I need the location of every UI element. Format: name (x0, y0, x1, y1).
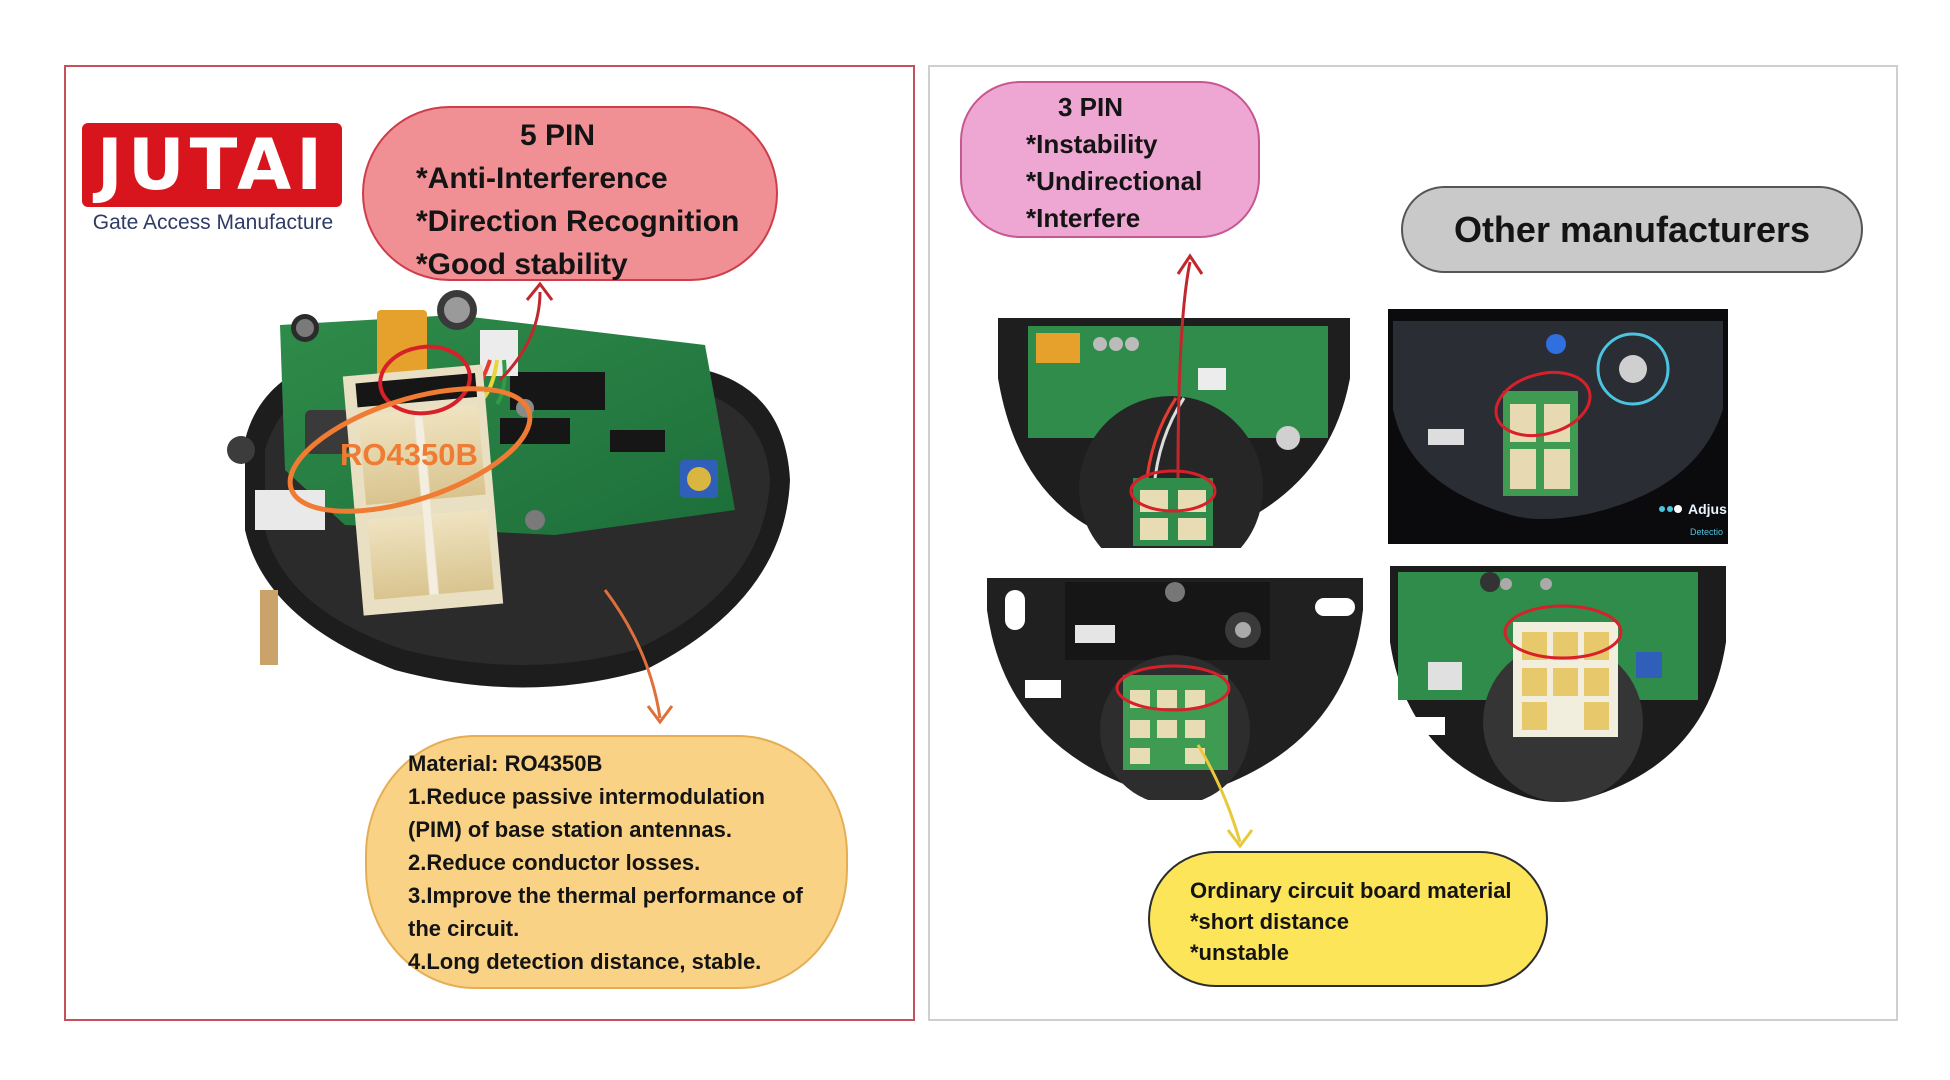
jutai-pin-bubble: 5 PIN *Anti-Interference *Direction Reco… (362, 106, 778, 281)
ro4350b-board-label: RO4350B (340, 437, 478, 472)
other-pin-feature: *Undirectional (1026, 166, 1203, 196)
jutai-pin-feature: *Good stability (416, 248, 628, 281)
material-point: 4.Long detection distance, stable. (408, 949, 762, 974)
material-point: the circuit. (408, 916, 520, 941)
ordinary-material-bubble: Ordinary circuit board material *short d… (1148, 851, 1548, 987)
logo-tagline: Gate Access Manufacture (92, 211, 334, 234)
material-callout-arrow (603, 589, 674, 725)
ordinary-material-callout-arrow (1196, 744, 1254, 849)
other-sensor-photo-3 (987, 578, 1363, 800)
other-sensor-photo-1 (998, 318, 1350, 548)
photo-overlay-caption: Adjus (1688, 501, 1727, 517)
material-point: 2.Reduce conductor losses. (408, 850, 701, 875)
other-sensor-photo-2: Adjus Detectio (1388, 309, 1728, 544)
other-pin-feature: *Interfere (1026, 203, 1141, 233)
other-pin-title: 3 PIN (1058, 92, 1124, 122)
material-point: 1.Reduce passive intermodulation (408, 784, 765, 809)
jutai-sensor-photo: RO4350B (227, 290, 790, 688)
jutai-logo: JUTAI (82, 123, 342, 207)
other-sensor-photo-4 (1390, 566, 1726, 802)
ordinary-material-heading: Ordinary circuit board material (1190, 878, 1512, 903)
other-pin-feature: *Instability (1026, 129, 1158, 159)
ordinary-material-point: *short distance (1190, 909, 1349, 934)
pin-callout-arrow (498, 281, 554, 382)
material-point: 3.Improve the thermal performance of (408, 883, 803, 908)
jutai-pin-feature: *Anti-Interference (416, 162, 668, 195)
ordinary-material-point: *unstable (1190, 940, 1290, 965)
material-point: (PIM) of base station antennas. (408, 817, 732, 842)
jutai-pin-title: 5 PIN (520, 119, 596, 152)
other-manufacturers-label: Other manufacturers (1401, 186, 1863, 273)
other-pin-bubble: 3 PIN *Instability *Undirectional *Inter… (960, 81, 1260, 238)
photo-overlay-subcaption: Detectio (1690, 527, 1723, 537)
other-pin-callout-arrow (1176, 253, 1204, 479)
material-heading: Material: RO4350B (408, 751, 603, 776)
material-info-bubble: Material: RO4350B 1.Reduce passive inter… (365, 735, 848, 989)
jutai-pin-feature: *Direction Recognition (416, 205, 740, 238)
